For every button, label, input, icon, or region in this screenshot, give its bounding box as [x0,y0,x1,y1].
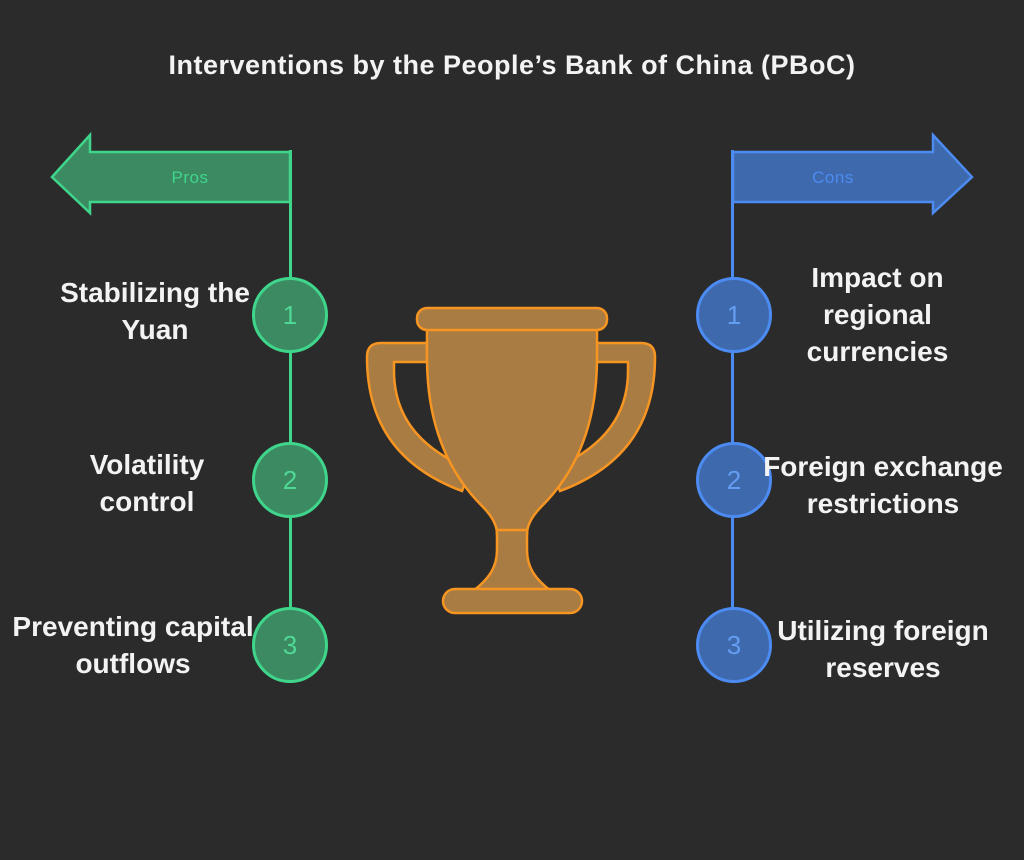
pros-item-label-2: Volatility control [89,449,205,517]
trophy-left-handle [365,341,472,493]
cons-step-circle-2: 2 [696,442,772,518]
pros-item-label-3: Preventing capital outflows [12,611,254,679]
trophy-base [441,587,584,615]
pros-step-number: 3 [282,629,298,660]
trophy-icon [365,306,657,615]
pros-step-number: 1 [282,299,298,330]
trophy-stem [469,528,555,593]
cons-arrow-label: Cons [812,168,854,187]
pros-step-circle-1: 1 [252,277,328,353]
cons-step-number: 1 [726,299,742,330]
cons-item-label-3: Utilizing foreign reserves [777,615,989,683]
cons-arrow-shape [731,132,974,216]
pros-arrow: Pros [50,132,292,216]
trophy-lip [415,306,609,332]
pros-arrow-label: Pros [172,168,209,187]
cons-arrow: Cons [731,132,974,216]
page-title: Interventions by the People’s Bank of Ch… [168,50,856,80]
pros-item-label-1: Stabilizing the Yuan [60,277,250,345]
pros-step-number: 2 [282,464,298,495]
cons-step-circle-1: 1 [696,277,772,353]
trophy-cup [425,327,599,536]
cons-step-number: 3 [726,629,742,660]
cons-connector-line [731,150,734,645]
pros-step-circle-3: 3 [252,607,328,683]
cons-step-circle-3: 3 [696,607,772,683]
pros-step-circle-2: 2 [252,442,328,518]
cons-item-label-1: Impact on regional currencies [806,262,949,367]
cons-step-number: 2 [726,464,742,495]
pros-connector-line [289,150,292,645]
cons-item-label-2: Foreign exchange restrictions [763,451,1003,519]
trophy-right-handle [550,341,657,493]
